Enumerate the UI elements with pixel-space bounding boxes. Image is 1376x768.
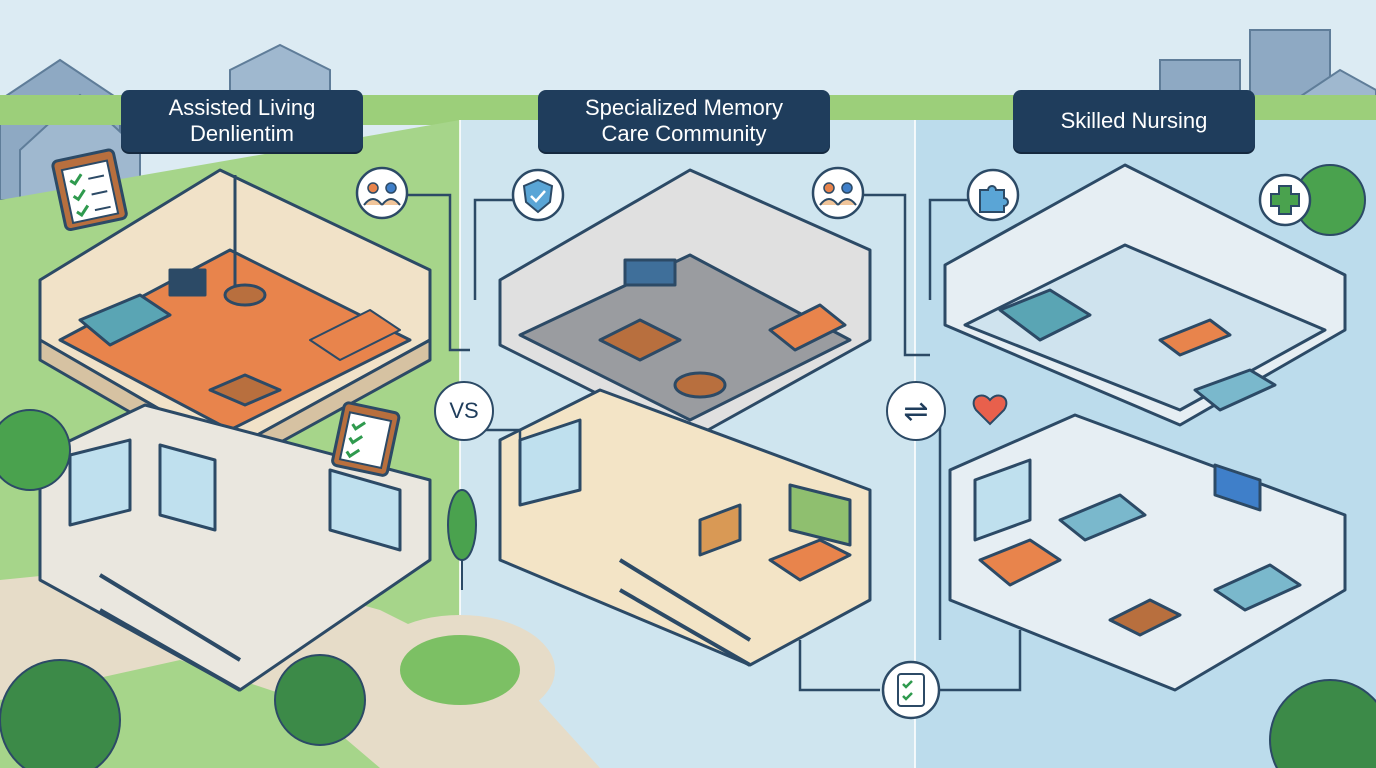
shield-check-icon <box>511 168 565 222</box>
equivalence-badge: ⇌ <box>886 381 946 441</box>
people-icon <box>811 166 865 220</box>
vs-badge: VS <box>434 381 494 441</box>
heart-icon <box>972 394 1008 426</box>
assisted-living-title-line-1: Assisted Living <box>168 95 316 120</box>
people-icon <box>355 166 409 220</box>
skilled-nursing-title-line-1: Skilled Nursing <box>1060 108 1208 133</box>
connector-lines <box>408 193 1022 692</box>
clipboard-check-icon <box>881 660 941 720</box>
skilled-nursing-upper-unit <box>943 163 1347 427</box>
memory-care-upper-unit <box>498 168 872 442</box>
puzzle-icon <box>966 168 1020 222</box>
skilled-nursing-lower-unit <box>948 413 1347 692</box>
medical-cross-icon <box>1258 173 1312 227</box>
clipboard-icon <box>51 148 128 232</box>
memory-care-title: Specialized Memory Care Community <box>538 90 830 152</box>
assisted-living-upper-unit <box>38 168 432 472</box>
assisted-living-lower-unit <box>38 403 432 692</box>
skilled-nursing-title: Skilled Nursing <box>1013 90 1255 152</box>
assisted-living-title-line-2: Denlientim <box>190 121 294 146</box>
trees <box>0 164 1376 768</box>
memory-care-lower-unit <box>498 388 872 667</box>
assisted-living-title: Assisted Living Denlientim <box>121 90 363 152</box>
memory-care-title-line-2: Care Community <box>601 121 767 146</box>
clipboard-icon <box>331 401 401 477</box>
memory-care-title-line-1: Specialized Memory <box>584 95 784 120</box>
